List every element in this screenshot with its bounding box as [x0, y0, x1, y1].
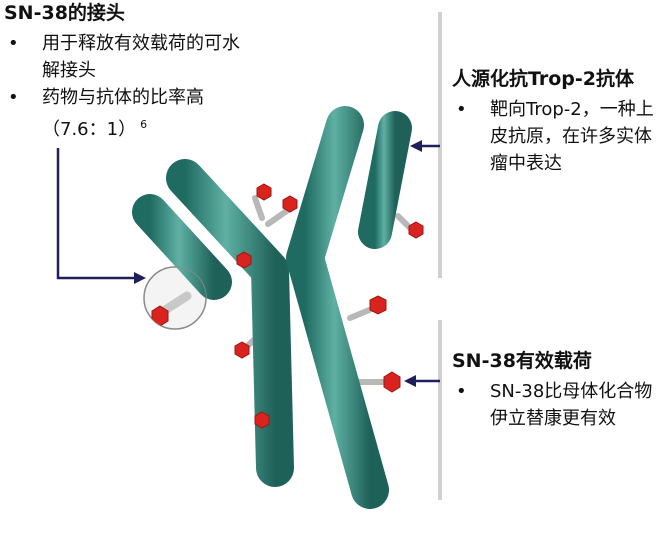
payload-molecules: [234, 183, 424, 429]
payload-hexagon: [369, 295, 387, 315]
linker-bullets: • 用于释放有效载荷的可水解接头 • 药物与抗体的比率高（7.6：1）6: [4, 30, 252, 143]
payload-hexagon: [383, 371, 401, 393]
antibody-callout: 人源化抗Trop-2抗体 • 靶向Trop-2，一种上皮抗原，在许多实体瘤中表达: [452, 66, 667, 177]
antibody-right-light-chain: [358, 111, 412, 249]
bullet-glyph: •: [8, 87, 19, 108]
antibody-bullets: • 靶向Trop-2，一种上皮抗原，在许多实体瘤中表达: [452, 96, 667, 177]
arrow-antibody: [410, 140, 440, 152]
arrow-linker: [56, 148, 146, 284]
antibody-right-heavy-chain: [286, 106, 389, 509]
bullet-text: 药物与抗体的比率高（7.6：1）: [42, 87, 204, 140]
reference-superscript: 6: [140, 118, 148, 131]
payload-bullets: • SN-38比母体化合物伊立替康更有效: [452, 378, 667, 432]
list-item: • SN-38比母体化合物伊立替康更有效: [452, 378, 667, 432]
antibody-left-heavy-chain: [166, 159, 294, 487]
antibody-title: 人源化抗Trop-2抗体: [452, 68, 635, 90]
bullet-text: 靶向Trop-2，一种上皮抗原，在许多实体瘤中表达: [490, 99, 654, 174]
list-item: • 用于释放有效载荷的可水解接头: [4, 30, 252, 84]
payload-callout: SN-38有效载荷 • SN-38比母体化合物伊立替康更有效: [452, 348, 667, 432]
list-item: • 靶向Trop-2，一种上皮抗原，在许多实体瘤中表达: [452, 96, 667, 177]
payload-hexagon: [234, 341, 250, 359]
payload-hexagon: [282, 195, 298, 213]
payload-hexagon: [254, 411, 270, 429]
arrow-payload: [404, 375, 440, 387]
bullet-glyph: •: [456, 381, 467, 402]
payload-hexagon: [408, 221, 424, 239]
list-item: • 药物与抗体的比率高（7.6：1）6: [4, 84, 252, 143]
bullet-text: 用于释放有效载荷的可水解接头: [42, 33, 240, 81]
bullet-glyph: •: [8, 33, 19, 54]
linker-callout: SN-38的接头 • 用于释放有效载荷的可水解接头 • 药物与抗体的比率高（7.…: [4, 0, 252, 143]
payload-hexagon: [256, 183, 272, 201]
antibody-left-light-chain: [132, 194, 232, 300]
bullet-text: SN-38比母体化合物伊立替康更有效: [490, 381, 653, 429]
payload-hexagon: [236, 251, 252, 269]
linker-title: SN-38的接头: [4, 2, 125, 24]
bullet-glyph: •: [456, 99, 467, 120]
payload-title: SN-38有效载荷: [452, 350, 592, 372]
